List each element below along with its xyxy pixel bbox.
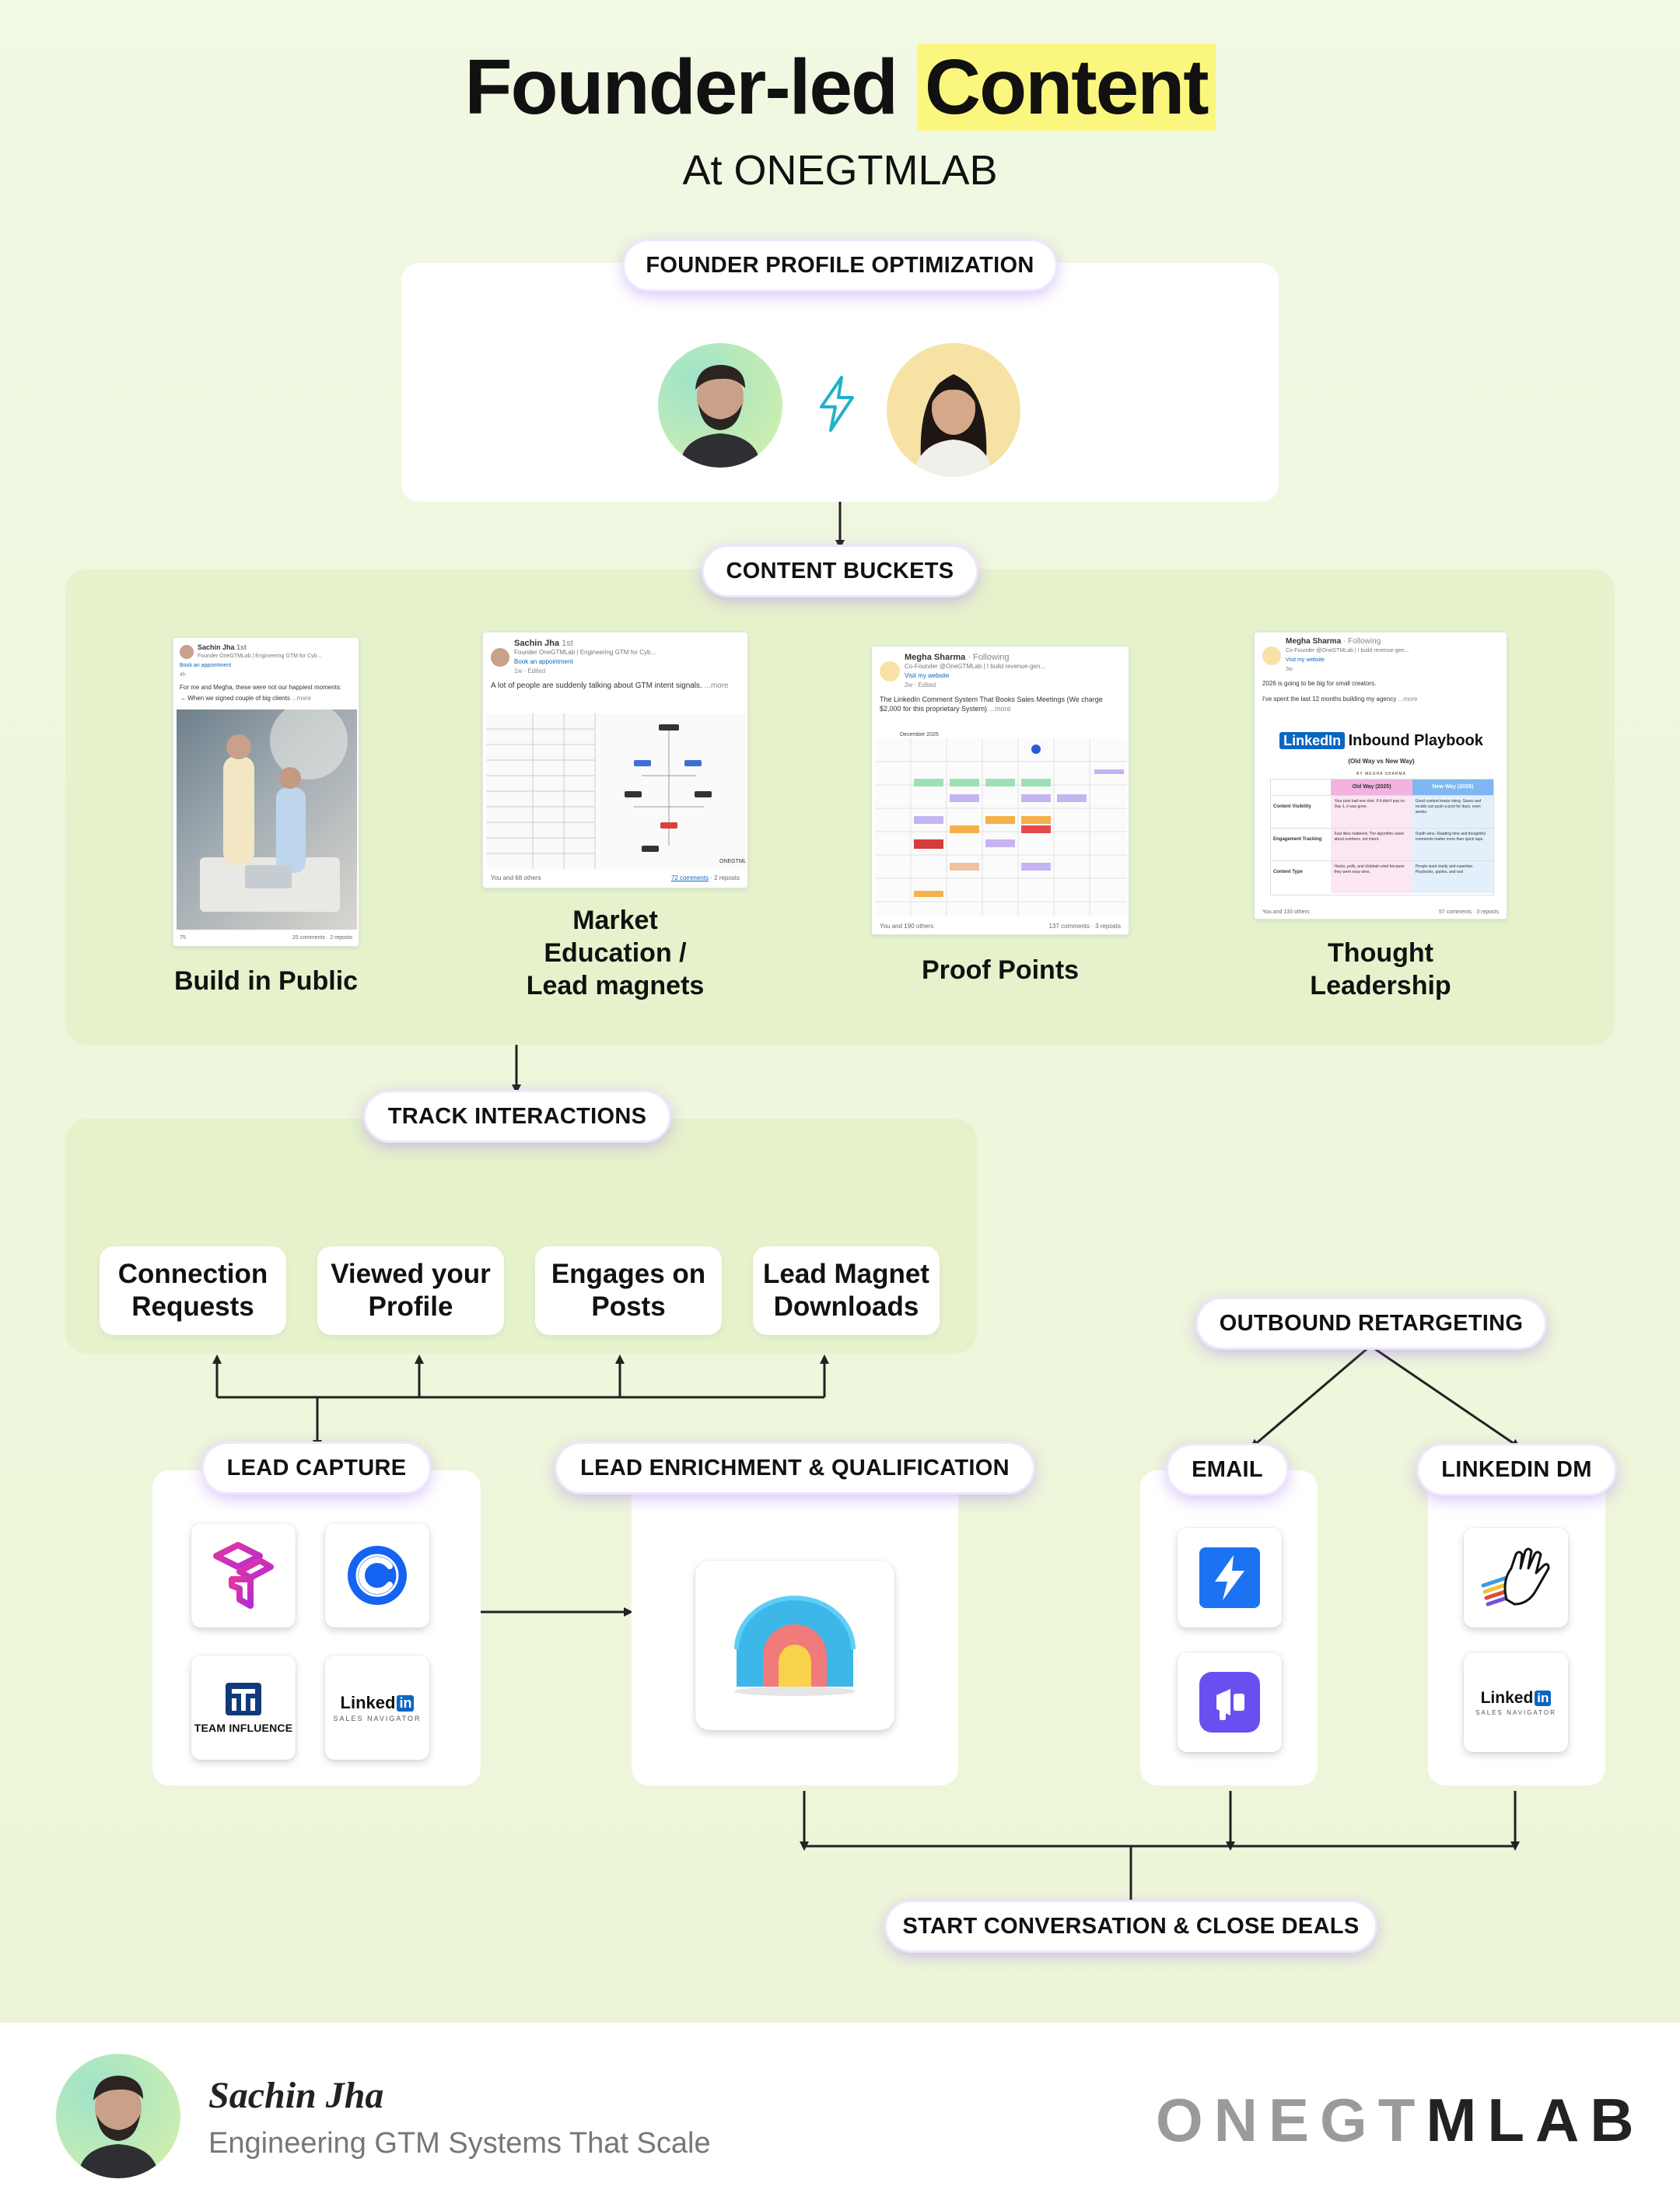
- footer-author-name: Sachin Jha: [208, 2075, 384, 2116]
- tool-tile-heyreach: [1464, 1528, 1568, 1628]
- title-part-1: Founder-led: [464, 44, 898, 131]
- post-photo-office: [177, 702, 357, 930]
- playbook-title: Inbound Playbook: [1348, 732, 1483, 749]
- linkedin-sales-navigator-logo-icon: Linked in: [341, 1693, 415, 1713]
- bucket-label-thought-leadership: Thought Leadership: [1310, 938, 1451, 1000]
- lightning-bolt-icon: [820, 376, 854, 432]
- post-card-proof-points: Megha Sharma · Following Co-Founder @One…: [871, 646, 1129, 935]
- tool-tile-sales-navigator-dm: Linked in SALES NAVIGATOR: [1464, 1652, 1568, 1752]
- thumbnail-brand: ONEGTMLAB: [719, 859, 746, 864]
- linkedin-sales-navigator-logo-icon: Linked in: [1481, 1689, 1552, 1708]
- post-card-thought-leadership: Megha Sharma · Following Co-Founder @One…: [1254, 632, 1507, 920]
- clay-arch-logo-icon: [734, 1596, 856, 1696]
- founder-avatar-megha: [887, 343, 1020, 477]
- title-highlight: Content: [916, 44, 1216, 131]
- section-pill-content-buckets: CONTENT BUCKETS: [704, 547, 976, 595]
- post-card-build-in-public: Sachin Jha 1st Founder OneGTMLab | Engin…: [173, 637, 359, 947]
- section-pill-email: EMAIL: [1168, 1445, 1286, 1494]
- section-pill-track-interactions: TRACK INTERACTIONS: [366, 1092, 669, 1141]
- page-title: Founder-led Content: [0, 43, 1680, 132]
- page-subtitle: At ONEGTMLAB: [682, 147, 998, 194]
- tool-tile-trigify: [191, 1523, 296, 1628]
- post-card-market-education: Sachin Jha 1st Founder OneGTMLab | Engin…: [482, 632, 748, 888]
- section-pill-lead-capture: LEAD CAPTURE: [204, 1444, 429, 1492]
- heyreach-wave-logo-icon: [1481, 1547, 1550, 1607]
- section-pill-lead-enrichment: LEAD ENRICHMENT & QUALIFICATION: [557, 1444, 1033, 1492]
- calendar-thumbnail: [875, 738, 1127, 916]
- footer-avatar: [56, 2054, 180, 2178]
- tool-tile-commonroom: [325, 1523, 429, 1628]
- bucket-label-proof-points: Proof Points: [921, 955, 1080, 985]
- workflow-diagram-thumbnail: ONEGTMLAB: [486, 713, 746, 869]
- onegtmlab-logo: ONEGTMLAB: [1156, 2086, 1645, 2154]
- teaminfluence-logo-icon: [226, 1683, 261, 1715]
- instantly-logo-icon: [1199, 1547, 1260, 1608]
- tool-tile-lemlist: [1178, 1652, 1282, 1752]
- playbook-table: Old Way (2025) New Way (2026) Content Vi…: [1270, 779, 1494, 895]
- post-author: Sachin Jha: [198, 643, 235, 651]
- lemlist-logo-icon: [1199, 1672, 1260, 1733]
- founder-avatar-sachin: [658, 343, 782, 468]
- footer-tagline: Engineering GTM Systems That Scale: [208, 2127, 711, 2160]
- tool-tile-instantly: [1178, 1528, 1282, 1628]
- tool-tile-teaminfluence: TEAM INFLUENCE: [191, 1656, 296, 1760]
- section-pill-profile-optimization: FOUNDER PROFILE OPTIMIZATION: [625, 241, 1055, 289]
- section-pill-linkedin-dm: LINKEDIN DM: [1419, 1445, 1615, 1494]
- commonroom-logo-icon: [348, 1546, 407, 1605]
- footer: [0, 2023, 1680, 2211]
- linkedin-badge: LinkedIn: [1279, 732, 1346, 749]
- trigify-logo-icon: [213, 1542, 274, 1609]
- section-pill-start-conversation: START CONVERSATION & CLOSE DEALS: [887, 1902, 1375, 1950]
- tool-tile-clay: [695, 1561, 894, 1730]
- bucket-label-build-in-public: Build in Public: [173, 966, 359, 996]
- bucket-label-market-education: Market Education / Lead magnets: [526, 906, 705, 1000]
- tool-tile-sales-navigator-capture: Linked in SALES NAVIGATOR: [325, 1656, 429, 1760]
- section-pill-outbound-retargeting: OUTBOUND RETARGETING: [1198, 1299, 1545, 1347]
